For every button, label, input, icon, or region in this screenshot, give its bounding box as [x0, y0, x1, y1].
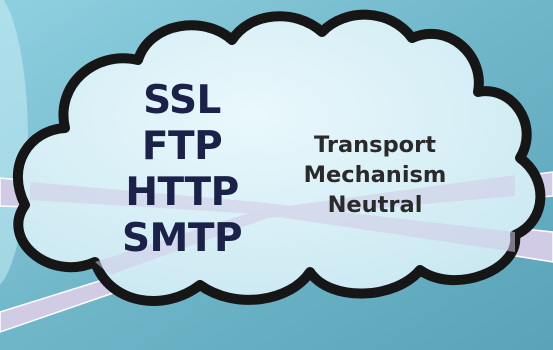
protocol-smtp: SMTP	[121, 216, 243, 261]
transport-line-3: Neutral	[327, 192, 423, 218]
protocol-ssl: SSL	[143, 78, 221, 123]
protocol-list: SSL FTP HTTP SMTP	[112, 78, 252, 262]
protocol-http: HTTP	[125, 170, 239, 215]
transport-mechanism-label: Transport Mechanism Neutral	[270, 130, 480, 220]
transport-line-1: Transport	[314, 132, 436, 158]
transport-line-2: Mechanism	[303, 162, 447, 188]
connection-bands-overlay	[30, 175, 515, 275]
protocol-ftp: FTP	[141, 124, 223, 169]
